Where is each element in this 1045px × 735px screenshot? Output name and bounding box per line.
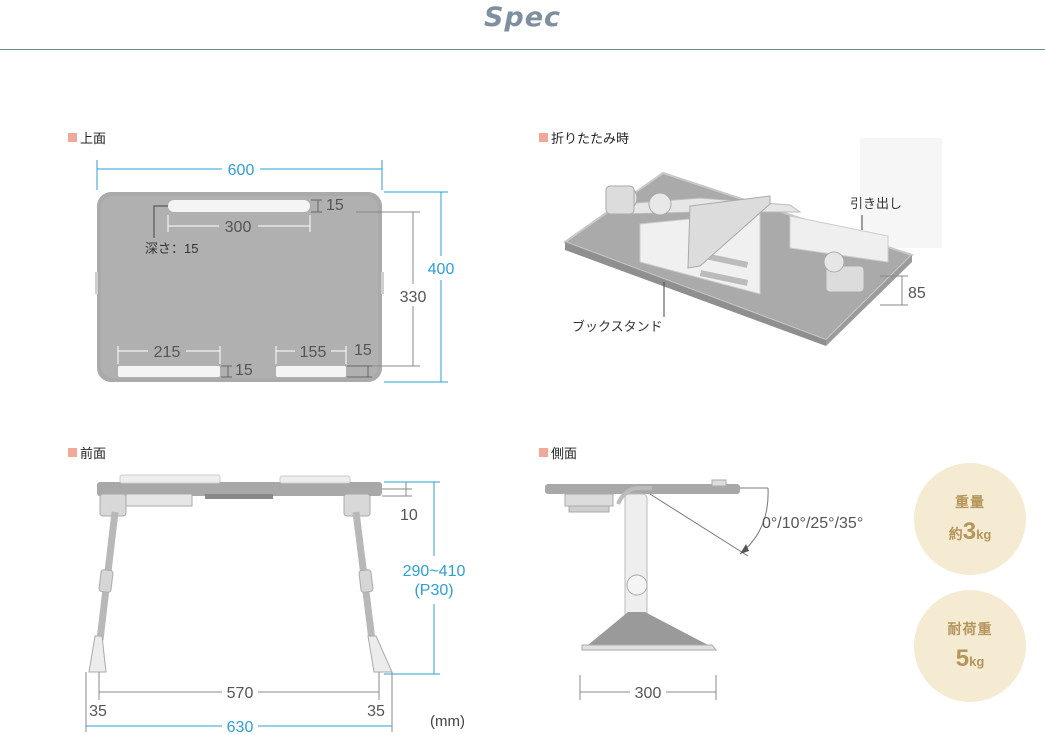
section-top-text: 上面 — [80, 131, 107, 146]
front-view: 290~410 (P30) 10 570 35 35 630 — [85, 474, 466, 735]
top-slot-left — [118, 366, 220, 377]
dim-front-top-thickness: 10 — [400, 507, 418, 524]
dim-top-handle-depth: 15 — [326, 197, 344, 214]
side-drawer — [564, 493, 614, 507]
badge-load-label: 耐荷重 — [947, 621, 993, 637]
top-board-side-tab — [95, 272, 98, 294]
side-knob — [626, 574, 648, 596]
dim-front-leg-left: 35 — [89, 703, 107, 720]
page-title: Spec — [483, 2, 562, 33]
section-marker-icon — [539, 448, 548, 457]
dim-top-right-slot: 155 — [300, 344, 327, 361]
dim-front-height-pitch: (P30) — [414, 582, 453, 599]
side-column — [624, 493, 648, 621]
front-board — [97, 482, 382, 496]
section-label-folded: 折りたたみ時 — [539, 128, 629, 147]
section-label-front: 前面 — [68, 443, 106, 462]
badge-load-value: 5kg — [955, 645, 985, 672]
folded-hinge — [825, 265, 865, 293]
folded-view: 引き出し ブックスタンド 85 — [562, 138, 942, 346]
badge-weight-value: 約3kg — [948, 518, 992, 545]
section-label-side: 側面 — [539, 443, 577, 462]
top-board-surface — [101, 196, 378, 378]
dim-front-leg-right: 35 — [367, 703, 385, 720]
top-depth-note: 深さ：15 — [145, 241, 198, 256]
top-board-side-tab — [381, 272, 384, 294]
section-folded-text: 折りたたみ時 — [551, 131, 630, 146]
unit-note: (mm) — [430, 713, 465, 730]
front-drawer — [125, 493, 193, 507]
dim-top-right-slot-depth: 15 — [354, 342, 372, 359]
dim-side-base-width: 300 — [635, 685, 662, 702]
header-divider — [0, 49, 1045, 50]
folded-drawer-label: 引き出し — [850, 196, 902, 211]
dim-top-left-slot: 215 — [154, 344, 181, 361]
top-handle-slot — [168, 200, 310, 212]
side-view: 0°/10°/25°/35° 300 — [545, 479, 863, 702]
folded-drawer — [789, 215, 889, 263]
section-side-text: 側面 — [551, 446, 578, 461]
side-angle-label: 0°/10°/25°/35° — [762, 515, 863, 532]
dim-front-inner-width: 570 — [227, 685, 254, 702]
badge-weight: 重量 約3kg — [914, 463, 1026, 575]
dim-top-handle: 300 — [225, 219, 252, 236]
section-marker-icon — [539, 133, 548, 142]
dim-top-width: 600 — [228, 162, 255, 179]
section-marker-icon — [68, 133, 77, 142]
top-view: 600 400 330 300 15 深さ：15 215 — [95, 160, 455, 383]
front-leg-left — [88, 635, 107, 673]
badge-load-capacity: 耐荷重 5kg — [914, 590, 1026, 702]
section-front-text: 前面 — [80, 446, 107, 461]
badge-weight-label: 重量 — [955, 494, 985, 510]
dim-top-height: 400 — [428, 261, 455, 278]
section-marker-icon — [68, 448, 77, 457]
front-leg-right — [367, 635, 393, 673]
dim-front-total-width: 630 — [227, 719, 254, 735]
dim-top-inner-height: 330 — [400, 289, 427, 306]
side-base — [588, 612, 708, 645]
dim-front-height-range: 290~410 — [403, 563, 466, 580]
section-label-top: 上面 — [68, 128, 106, 147]
dim-top-left-slot-depth: 15 — [235, 362, 253, 379]
dim-folded-thickness: 85 — [908, 285, 926, 302]
top-slot-right — [276, 366, 346, 377]
folded-book-stand-label: ブックスタンド — [572, 319, 663, 334]
